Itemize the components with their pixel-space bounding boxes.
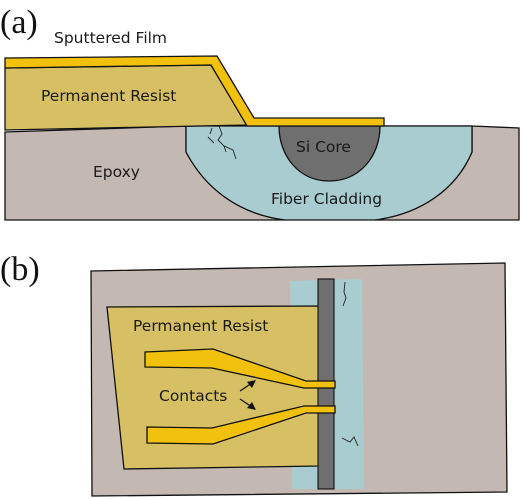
contact-upper	[144, 348, 336, 389]
si-core	[278, 125, 381, 182]
permanent-resist-label-a: Permanent Resist	[41, 87, 176, 105]
contacts-label: Contacts	[159, 387, 227, 405]
fiber-cladding-label: Fiber Cladding	[271, 190, 382, 208]
panel-b-label: (b)	[0, 251, 40, 288]
sputtered-film	[4, 55, 385, 127]
panel-b-top-view: (b) Permanent Resist Contacts	[0, 251, 508, 497]
cladding-cracks-b	[341, 281, 359, 447]
panel-a-cross-section: (a) Sputtered Film Permanent Resist Si C…	[0, 4, 520, 221]
sputtered-film-label: Sputtered Film	[54, 29, 167, 47]
epoxy-label: Epoxy	[93, 163, 140, 181]
si-core-label: Si Core	[296, 138, 351, 156]
permanent-resist-label-b: Permanent Resist	[133, 317, 268, 335]
contacts-arrows	[239, 380, 256, 410]
contact-lower	[146, 405, 336, 445]
cladding-cracks	[207, 126, 237, 160]
panel-a-label: (a)	[0, 4, 38, 41]
